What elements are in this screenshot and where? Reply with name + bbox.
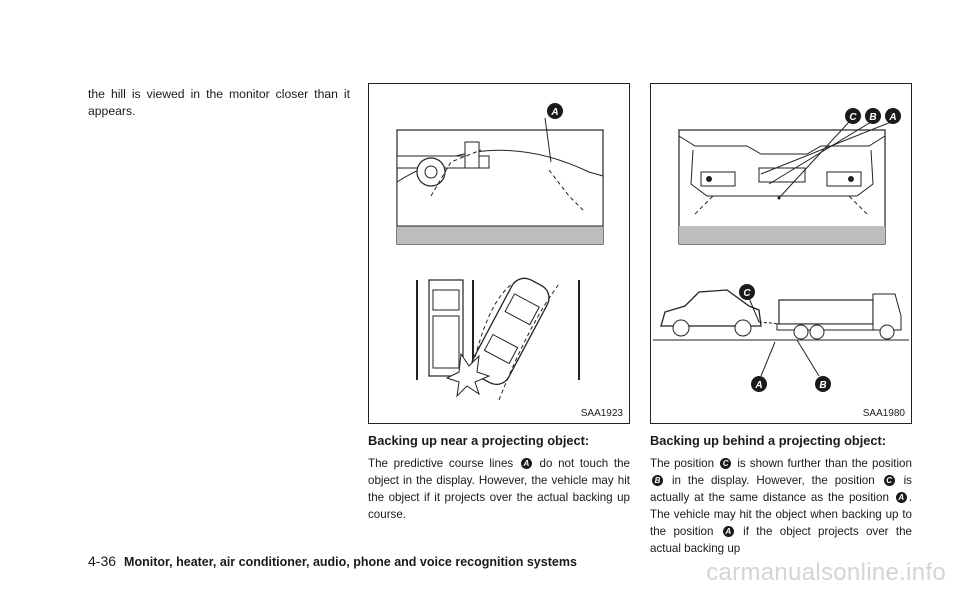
label-b-side: B [819, 380, 826, 391]
intro-paragraph: the hill is viewed in the monitor closer… [88, 87, 350, 118]
section-projecting-object: Backing up near a projecting object: The… [368, 432, 630, 523]
label-c-side: C [743, 288, 751, 299]
marker-b: B [652, 475, 663, 486]
section-heading: Backing up near a projecting object: [368, 433, 590, 448]
marker-a: A [520, 458, 532, 469]
section-body: The predictive course lines A do not tou… [368, 457, 630, 521]
chapter-title: Monitor, heater, air conditioner, audio,… [124, 555, 577, 569]
label-a-side: A [754, 380, 762, 391]
marker-c: C [883, 475, 895, 486]
figure-code: SAA1923 [580, 408, 623, 419]
figure-projecting-object: A SAA1923 [368, 83, 630, 424]
section-body: The position C is shown further than the… [650, 457, 912, 555]
label-a: A [888, 112, 896, 123]
section-behind-object: Backing up behind a projecting object: T… [650, 432, 912, 557]
section-heading: Backing up behind a projecting object: [650, 433, 887, 448]
label-a: A [550, 107, 558, 118]
page-number: 4-36 [88, 553, 117, 569]
illustration-projecting-object: A [396, 103, 604, 401]
label-b: B [869, 112, 876, 123]
page-footer: 4-36 Monitor, heater, air conditioner, au… [88, 553, 577, 569]
label-c: C [849, 112, 857, 123]
figure-code: SAA1980 [862, 408, 905, 419]
illustration-behind-object: C B A C A B [653, 108, 909, 392]
marker-a: A [722, 526, 734, 537]
watermark: carmanualsonline.info [706, 559, 946, 586]
figure-behind-object: C B A C A B SAA1980 [650, 83, 912, 424]
marker-c: C [720, 458, 732, 469]
marker-a: A [895, 492, 907, 503]
